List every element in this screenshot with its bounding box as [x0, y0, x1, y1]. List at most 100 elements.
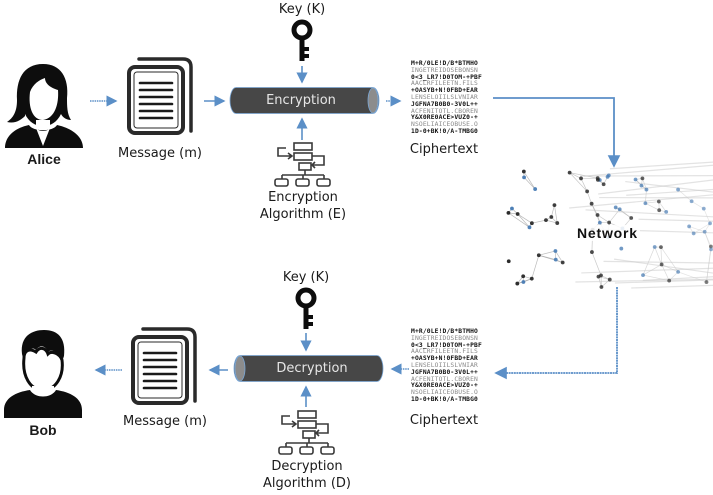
male-user-icon: [4, 330, 82, 418]
network-node: [659, 262, 664, 267]
network-edge: [531, 255, 540, 279]
network-node: [529, 276, 534, 281]
network-node: [657, 208, 662, 213]
network-edge: [614, 279, 713, 284]
network-node: [521, 274, 526, 279]
network-edge: [597, 214, 610, 223]
network-edge: [545, 219, 558, 224]
network-node: [667, 278, 672, 283]
network-node: [676, 269, 681, 274]
network-node: [701, 206, 706, 211]
network-node: [708, 221, 712, 226]
ciphertext-label-top: Ciphertext: [409, 142, 479, 157]
decryption-process: Decryption: [233, 355, 384, 382]
ciphertext-line: M+R/0LE!D/B*BTMHO: [411, 328, 478, 335]
network-node: [590, 250, 594, 254]
arrow-ciphertext-to-network: [493, 97, 621, 168]
network-node: [521, 169, 526, 174]
network-node: [527, 225, 532, 230]
bob-label: Bob: [29, 422, 57, 438]
cylinder-shape: [233, 355, 384, 382]
ciphertext-line: AACLRFILEETN.FILS: [411, 348, 478, 356]
network-edge: [554, 205, 558, 224]
decryption-algorithm-label: Decryption Algorithm (D): [256, 458, 358, 492]
network-edge: [517, 213, 530, 228]
ciphertext-line: +OASYB+N!0FBD+EAR: [411, 87, 478, 95]
network-node: [656, 199, 661, 204]
network-node: [643, 201, 648, 206]
network-edge: [619, 209, 632, 219]
network-edge: [645, 202, 660, 211]
network-edge: [569, 172, 588, 192]
network-node: [552, 203, 557, 208]
ciphertext-line: ACFENITOTL.CBOREN: [411, 375, 478, 383]
bob-node: Bob: [0, 326, 90, 441]
network-node: [709, 244, 713, 249]
network-edge: [580, 178, 588, 192]
network-node: [553, 257, 558, 262]
decryption-label: Decryption: [276, 361, 348, 376]
network-node: [644, 187, 649, 192]
key-icon: [295, 287, 317, 329]
network-edge: [538, 250, 556, 256]
network-edge: [581, 267, 713, 274]
network-edge: [523, 177, 536, 190]
network-node: [613, 205, 618, 210]
network-edge: [523, 171, 536, 190]
network-node: [544, 218, 548, 223]
network-node: [652, 245, 657, 249]
network-node: [595, 176, 600, 181]
network-edge: [661, 264, 670, 281]
network-edge: [613, 258, 713, 274]
network-edge: [598, 179, 713, 195]
female-user-icon: [5, 64, 83, 148]
network-node: [607, 220, 612, 225]
network-edge: [654, 246, 662, 265]
encryption-algorithm-label: Encryption Algorithm (E): [252, 189, 354, 223]
network-edge: [609, 161, 713, 170]
network-node: [659, 245, 663, 250]
key-icon: [291, 19, 313, 61]
network-node: [567, 170, 572, 175]
network-node: [633, 177, 638, 182]
network-edge: [508, 212, 530, 228]
encryption-algorithm-line1: Encryption: [268, 190, 338, 205]
network-node: [510, 206, 514, 211]
network-edge: [583, 164, 713, 177]
network-node: [549, 215, 554, 219]
network-node: [579, 176, 583, 181]
ciphertext-line: JGFNA7B0B0-3V0L++: [411, 368, 478, 376]
network-node: [596, 274, 601, 279]
alice-node: Alice: [0, 60, 90, 170]
network-node: [676, 187, 680, 192]
arrow-network-to-ciphertext: [494, 287, 618, 380]
network-node: [617, 207, 622, 212]
network-node: [619, 246, 624, 251]
network-node: [639, 183, 644, 188]
network-edge: [645, 201, 659, 204]
network-node: [522, 175, 526, 180]
decryption-algorithm-line2: Algorithm (D): [263, 476, 351, 491]
document-icon: [127, 57, 193, 135]
network-node: [589, 201, 594, 206]
flowchart-icon: [278, 410, 335, 455]
network-node: [702, 229, 707, 234]
decryption-algorithm-line1: Decryption: [271, 459, 343, 474]
key-label-bottom: Key (K): [282, 270, 330, 285]
network-edge: [531, 219, 547, 224]
network-node: [553, 249, 558, 253]
network-edge: [591, 203, 601, 223]
network-node: [560, 260, 565, 265]
ciphertext-line: NSOELIAICEOBUSE.O: [411, 389, 478, 397]
ciphertext-line: 1D-0+BK!0/A-TMBG0: [411, 127, 478, 135]
message-label-top: Message (m): [118, 146, 202, 161]
ciphertext-line: JGFNA7B0B0-3V0L++: [411, 100, 478, 108]
ciphertext-line: LENSELOIILSLVNIAR: [411, 361, 478, 369]
network-edge: [631, 284, 713, 289]
network-label: Network: [575, 225, 640, 241]
network-node: [506, 210, 511, 215]
network-edge: [550, 205, 555, 218]
ciphertext-line: LENSELOIILSLVNIAR: [411, 93, 478, 101]
